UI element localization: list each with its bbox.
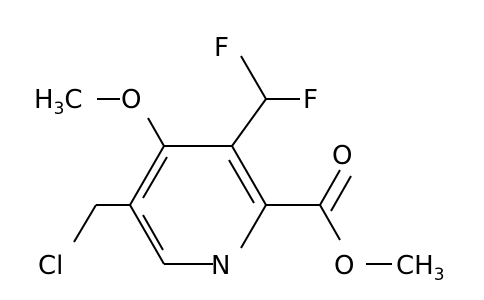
ch3-subscript: 3 [434, 265, 445, 285]
atom-cl: Cl [38, 251, 63, 281]
h3c-subscript: 3 [54, 99, 65, 119]
bond-inner-c3-c2 [228, 159, 255, 204]
bond-inner-c6-c5 [142, 214, 164, 251]
methoxy-h3c-label: H3C [34, 85, 83, 119]
h3c-c: C [64, 85, 82, 115]
ester-ch3-label: CH3 [396, 251, 445, 285]
bond-c2-n [240, 204, 267, 249]
bond-chf2-ftop [240, 55, 267, 100]
atom-o-carbonyl: O [332, 141, 352, 171]
bond-c4-o-methoxy [147, 117, 165, 147]
bond-c6-c5 [129, 204, 165, 265]
bond-c3-c2 [231, 145, 267, 206]
bond-ccarbonyl-o-double2 [330, 175, 352, 212]
atom-f-right: F [303, 85, 318, 115]
atom-o-ester: O [334, 251, 354, 281]
bond-c5-c4 [129, 145, 165, 206]
ch3-c: CH [396, 251, 434, 281]
bond-inner-c5-c4 [142, 156, 168, 199]
atom-o-methoxy: O [121, 85, 141, 115]
atom-n-ring: N [211, 251, 230, 281]
bond-ch2-cl [73, 204, 97, 243]
bond-c3-chf2 [231, 98, 267, 147]
bond-ccarbonyl-o-ester [319, 204, 341, 241]
atom-f-top: F [214, 33, 229, 63]
bond-ccarbonyl-o-double1 [319, 169, 341, 206]
h3c-h: H [34, 85, 54, 115]
